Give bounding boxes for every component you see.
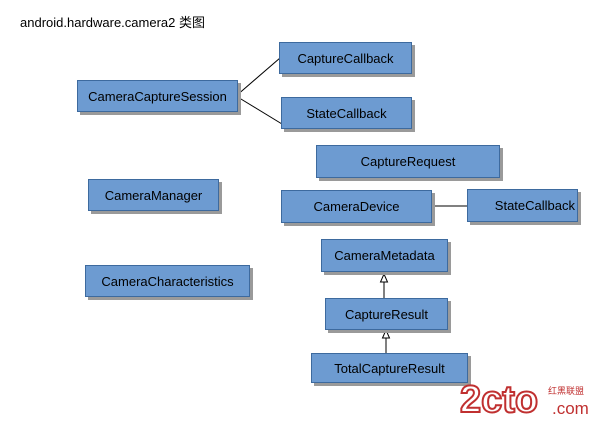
box-capture-callback: CaptureCallback	[279, 42, 412, 74]
box-state-callback-session: StateCallback	[281, 97, 412, 129]
box-camera-capture-session: CameraCaptureSession	[77, 80, 238, 112]
box-camera-metadata: CameraMetadata	[321, 239, 448, 272]
box-total-capture-result: TotalCaptureResult	[311, 353, 468, 383]
arrowhead-inherit-capture-result	[381, 328, 391, 339]
line-session-state-callback	[235, 95, 283, 125]
watermark-logo: 2cto .com	[459, 378, 589, 418]
watermark-brand: 2cto	[460, 379, 538, 418]
watermark-domain: .com	[552, 399, 589, 418]
box-camera-characteristics: CameraCharacteristics	[85, 265, 250, 297]
box-capture-request: CaptureRequest	[316, 145, 500, 178]
box-camera-device: CameraDevice	[281, 190, 432, 223]
arrowhead-inherit-metadata	[379, 272, 389, 283]
watermark-subtitle: 红黑联盟	[548, 386, 585, 396]
box-state-callback-device: StateCallback	[467, 189, 578, 222]
box-camera-manager: CameraManager	[88, 179, 219, 211]
line-session-capture-callback	[235, 57, 281, 97]
box-capture-result: CaptureResult	[325, 298, 448, 330]
diagram-title: android.hardware.camera2 类图	[20, 15, 205, 30]
